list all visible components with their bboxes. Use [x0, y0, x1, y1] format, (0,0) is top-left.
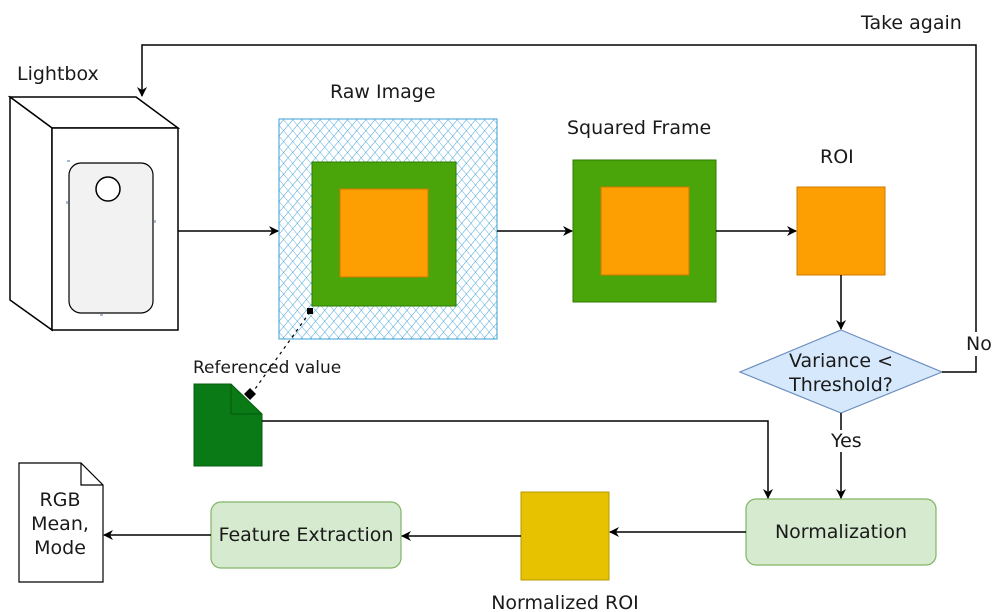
take-again-label: Take again	[860, 12, 962, 34]
output-text-line3: Mode	[34, 537, 86, 559]
referenced-value-label: Referenced value	[193, 358, 341, 378]
squared-frame-shape	[572, 159, 717, 303]
raw-image-label: Raw Image	[330, 81, 436, 103]
arrow-ref-to-normalization	[262, 420, 773, 499]
decision-text-line1: Variance <	[789, 350, 893, 372]
feature-extraction-label: Feature Extraction	[219, 524, 394, 546]
referenced-value-file-icon	[193, 383, 263, 467]
roi-shape	[796, 186, 886, 276]
normalization-label: Normalization	[775, 521, 907, 543]
lightbox-shape	[7, 95, 181, 332]
decision-text-line2: Threshold?	[788, 374, 893, 396]
output-text-line1: RGB	[40, 489, 81, 511]
yes-label: Yes	[830, 430, 862, 452]
raw-image-shape	[278, 118, 498, 340]
lightbox-label: Lightbox	[17, 63, 99, 85]
squared-frame-label: Squared Frame	[567, 117, 711, 139]
roi-label: ROI	[820, 146, 854, 168]
camera-lens-icon	[95, 176, 121, 202]
dashed-reference-link	[249, 311, 311, 397]
reference-link-diamond-end	[244, 388, 256, 400]
normalized-roi-shape	[520, 491, 610, 581]
output-text-line2: Mean,	[31, 513, 89, 535]
normalized-roi-label: Normalized ROI	[491, 592, 639, 612]
arrow-no-loop	[137, 44, 977, 373]
no-label: No	[966, 333, 992, 355]
connectors	[103, 44, 977, 541]
